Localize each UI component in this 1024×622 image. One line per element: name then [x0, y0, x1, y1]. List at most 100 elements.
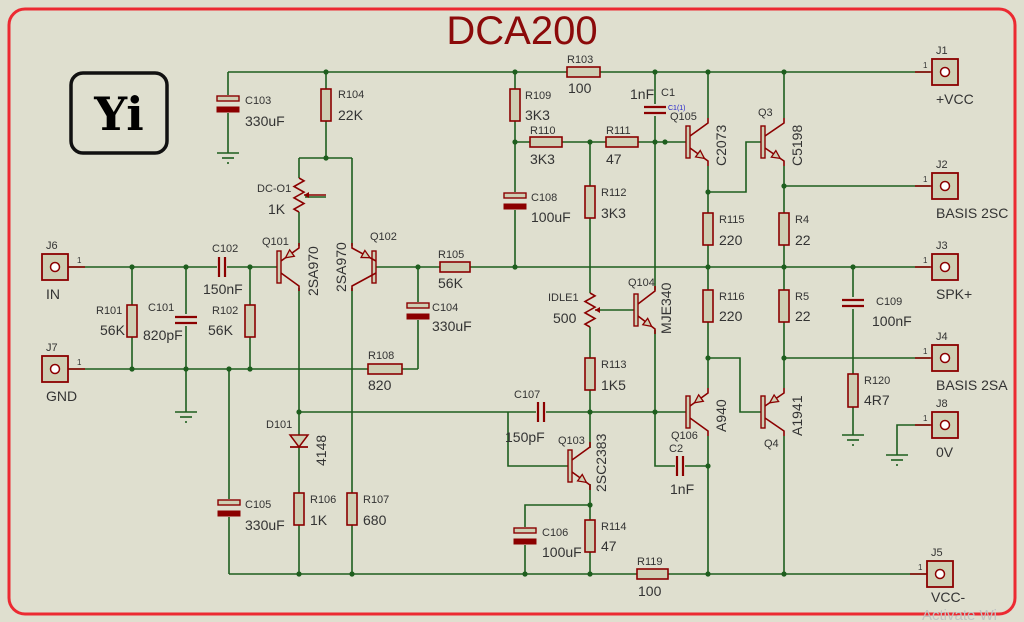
junction-dot [705, 571, 711, 577]
transistor-lead [689, 417, 709, 436]
junction-dot [247, 264, 253, 270]
connector-pin-number: 1 [923, 61, 928, 70]
connector-name: GND [46, 388, 77, 404]
junction-dot [587, 409, 593, 415]
connector-ref: J4 [936, 331, 948, 343]
connector-j3[interactable] [931, 253, 959, 281]
r109-value-label: 3K3 [525, 107, 550, 123]
junction-dot [652, 69, 658, 75]
connector-hole [939, 419, 951, 431]
c1-ref-label: C1 [661, 87, 675, 99]
connector-pin-number: 1 [918, 563, 923, 572]
transistor-lead [764, 417, 785, 436]
transistor-emitter-arrow [284, 248, 296, 259]
transistor-emitter-arrow [576, 473, 588, 484]
transistor-base-bar [760, 125, 766, 159]
connector-j5[interactable] [926, 560, 954, 588]
r116-ref-label: R116 [719, 291, 744, 303]
junction-dot [781, 69, 787, 75]
r4-ref-label: R4 [795, 214, 809, 226]
connector-j1[interactable] [931, 58, 959, 86]
transistor-emitter-arrow [694, 149, 706, 160]
junction-dot [247, 366, 253, 372]
r114-ref-label: R114 [601, 521, 626, 533]
connector-pin-number: 1 [923, 414, 928, 423]
q102-value-label: 2SA970 [333, 242, 349, 292]
c104-ref-label: C104 [432, 302, 458, 314]
schematic-title: DCA200 [446, 9, 597, 53]
junction-dot [652, 409, 658, 415]
r115-value-label: 220 [719, 232, 743, 248]
wire [507, 412, 570, 467]
transistor-lead [764, 147, 785, 166]
q101-value-label: 2SA970 [305, 246, 321, 296]
resistor-body [126, 304, 138, 338]
capacitor-plate-negative [513, 538, 537, 545]
connector-pin-number: 1 [923, 347, 928, 356]
connector-pin-number: 1 [77, 358, 82, 367]
transistor-lead [689, 147, 709, 166]
r105-ref-label: R105 [438, 249, 464, 261]
resistor-body [847, 373, 859, 408]
c107-ref-label: C107 [514, 389, 540, 401]
connector-j4[interactable] [931, 344, 959, 372]
c108-ref-label: C108 [531, 192, 557, 204]
q104-value-label: MJE340 [658, 282, 674, 334]
connector-j7[interactable] [41, 355, 69, 383]
d101-ref-label: D101 [266, 419, 292, 431]
junction-dot [296, 571, 302, 577]
transistor-base-bar [685, 395, 691, 429]
r111-value-label: 47 [606, 151, 622, 167]
transistor-emitter-arrow [693, 393, 705, 404]
capacitor-gap [644, 104, 666, 116]
components [41, 58, 959, 588]
connector-hole [49, 363, 61, 375]
junction-dot [296, 409, 302, 415]
transistor-lead [280, 272, 300, 291]
transistor-emitter-arrow [768, 393, 780, 404]
connector-ref: J6 [46, 240, 58, 252]
capacitor-plate-positive [503, 192, 527, 199]
junction-dot [705, 355, 711, 361]
r106-value-label: 1K [310, 512, 328, 528]
r110-value-label: 3K3 [530, 151, 555, 167]
transistor-base-bar [760, 395, 766, 429]
q106-ref-label: Q106 [671, 430, 698, 442]
junction-dot [183, 264, 189, 270]
connector-j8[interactable] [931, 411, 959, 439]
r108-value-label: 820 [368, 377, 392, 393]
transistor-lead [689, 118, 709, 137]
junction-dot [850, 264, 856, 270]
junction-dot [705, 264, 711, 270]
logo-text: Yi [93, 87, 144, 141]
c106-value-label: 100uF [542, 544, 582, 560]
r104-ref-label: R104 [338, 89, 364, 101]
junction-dot [781, 571, 787, 577]
connector-name: BASIS 2SC [936, 205, 1008, 221]
r108-ref-label: R108 [368, 350, 394, 362]
c104-value-label: 330uF [432, 318, 472, 334]
transistor-emitter-arrow [641, 317, 653, 328]
r110-ref-label: R110 [530, 125, 555, 137]
r114-value-label: 47 [601, 538, 617, 554]
connector-ref: J5 [931, 547, 943, 559]
transistor-lead [637, 286, 656, 305]
pot-zigzag [292, 177, 306, 213]
connector-j2[interactable] [931, 172, 959, 200]
q3-value-label: C5198 [789, 125, 805, 166]
resistor-body [439, 261, 471, 273]
r109-ref-label: R109 [525, 90, 551, 102]
capacitor-gap [842, 297, 864, 309]
pot-wiper-arrow [304, 192, 309, 198]
connector-pin-number: 1 [923, 175, 928, 184]
connector-name: 0V [936, 444, 954, 460]
connector-ref: J8 [936, 398, 948, 410]
connector-j6[interactable] [41, 253, 69, 281]
resistor-body [636, 568, 669, 580]
connector-hole [939, 180, 951, 192]
junction-dot [129, 264, 135, 270]
connector-pad [931, 411, 959, 439]
junction-dot [522, 571, 528, 577]
capacitor-plate-positive [216, 95, 240, 102]
